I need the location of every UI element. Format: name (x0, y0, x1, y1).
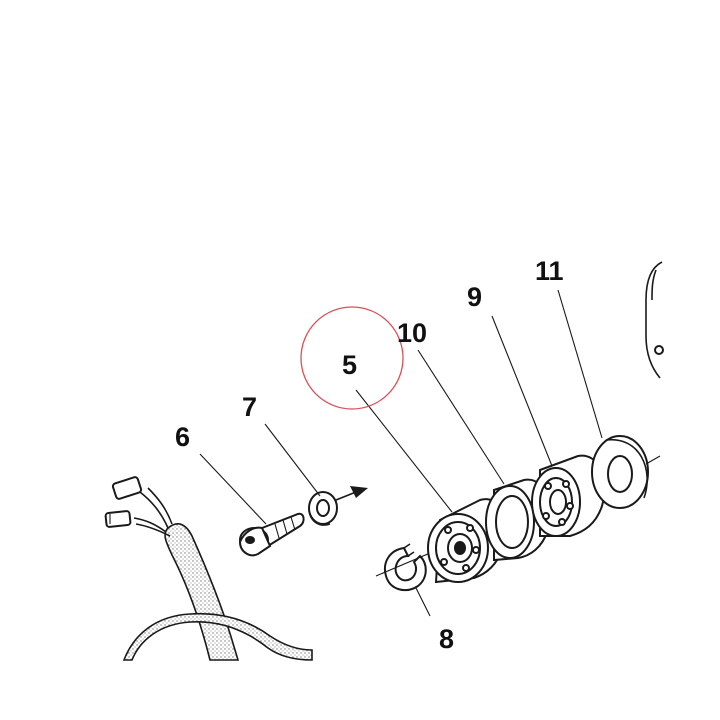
part-5-bearing (427, 498, 507, 584)
callout-8: 8 (439, 624, 454, 654)
cable-harness (104, 476, 313, 661)
callout-5: 5 (342, 350, 357, 380)
cable-main (164, 523, 240, 661)
wire-connector-upper (111, 476, 143, 500)
leader-7 (264, 423, 321, 497)
leader-lines (199, 289, 603, 617)
cable-lower (122, 612, 313, 661)
callout-9: 9 (467, 282, 482, 312)
highlight-circle (300, 306, 404, 410)
part-11-washer (591, 435, 661, 509)
part-6-bolt (238, 512, 305, 557)
leader-10 (417, 349, 505, 485)
leader-11 (557, 289, 603, 439)
wire-connector-lower (104, 510, 132, 528)
callout-6: 6 (175, 422, 190, 452)
part-9-bearing (531, 454, 606, 537)
part-7-washer (308, 491, 338, 526)
part-10-spacer-ring (485, 478, 552, 562)
leader-8 (415, 587, 431, 617)
callout-11: 11 (535, 256, 564, 286)
callout-7: 7 (242, 392, 257, 422)
leader-5 (355, 389, 453, 513)
leader-9 (491, 315, 553, 467)
leader-6 (199, 453, 267, 525)
callout-10: 10 (397, 318, 427, 348)
assembly-direction-arrow (335, 486, 368, 501)
housing-outline (645, 261, 664, 379)
